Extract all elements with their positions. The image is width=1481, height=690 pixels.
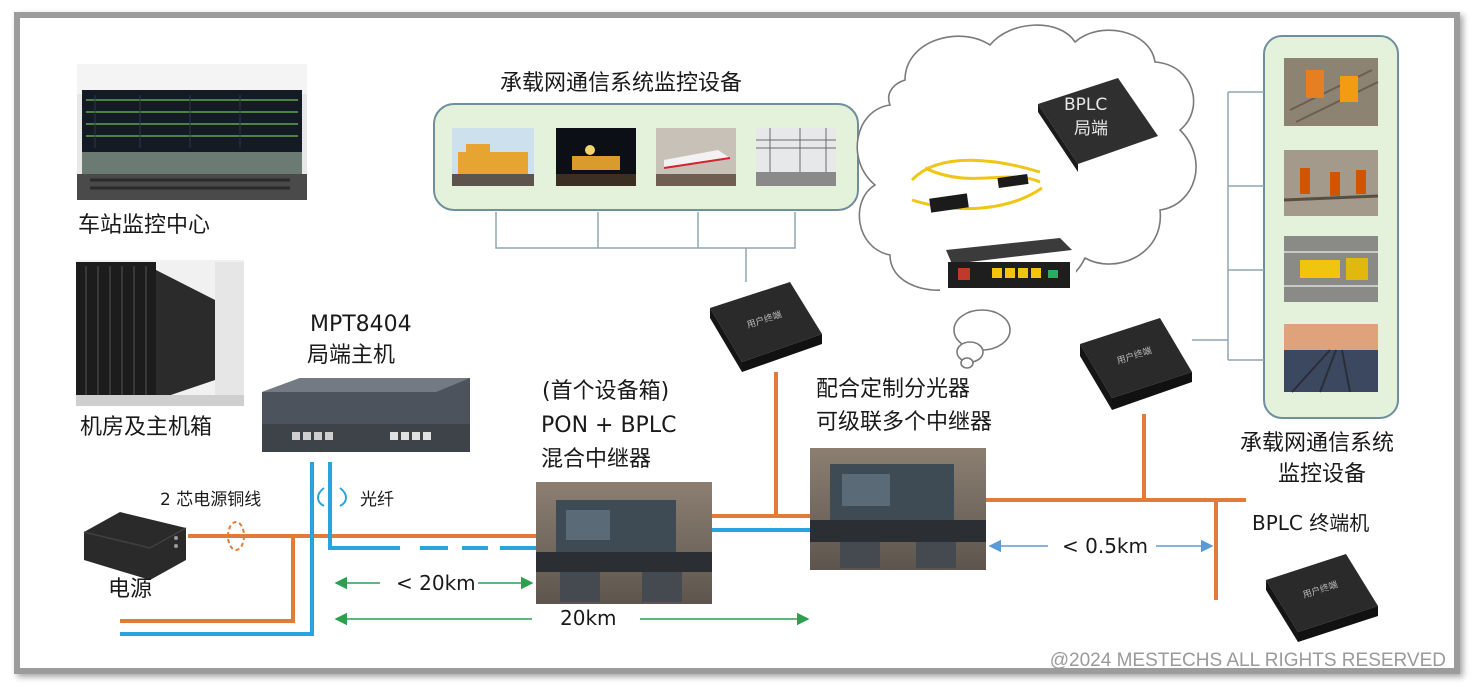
panel-bus-line <box>495 212 796 282</box>
mpt8404-device <box>262 378 470 452</box>
fiber-splitter-device <box>906 152 1046 226</box>
network-switch-device <box>940 234 1076 296</box>
carrier-right-label-1: 承载网通信系统 <box>1240 431 1394 456</box>
copper-cable-network <box>120 372 1246 623</box>
right-bus-line <box>1192 91 1264 361</box>
track-worker-photo-2 <box>1283 150 1379 216</box>
distance-lt20-label: < 20km <box>396 571 476 595</box>
bplc-terminal-device: 用户终端 <box>1266 554 1378 642</box>
maintenance-vehicle-photo-2 <box>556 128 636 186</box>
carrier-top-label: 承载网通信系统监控设备 <box>500 71 742 96</box>
user-terminal-right: 用户终端 <box>1080 318 1192 410</box>
server-room-label: 机房及主机箱 <box>80 415 212 440</box>
power-supply-device <box>83 512 187 580</box>
fiber-cable-network <box>120 462 810 636</box>
overhead-catenary-photo <box>756 128 836 186</box>
pon-bplc-label: PON + BPLC <box>541 413 676 438</box>
track-inspection-photo <box>1284 236 1378 302</box>
station-center-label: 车站监控中心 <box>78 213 210 238</box>
bplc-local-device: BPLC 局端 <box>1028 76 1166 172</box>
bplc-local-line2: 局端 <box>1074 119 1108 139</box>
mpt-desc-label: 局端主机 <box>307 343 395 368</box>
copper-cable-icon <box>227 521 245 551</box>
bplc-local-line1: BPLC <box>1064 95 1107 115</box>
first-box-label: (首个设备箱) <box>542 379 669 404</box>
splitter-label-2: 可级联多个中继器 <box>816 410 992 435</box>
server-room-photo <box>76 260 244 406</box>
distance-lt05-label: < 0.5km <box>1062 534 1148 558</box>
fiber-label: 光纤 <box>360 490 394 510</box>
bplc-terminal-label: BPLC 终端机 <box>1252 511 1369 535</box>
track-worker-photo-1 <box>1284 58 1379 126</box>
mpt-model-label: MPT8404 <box>310 312 412 337</box>
station-monitoring-photo <box>77 64 307 200</box>
high-speed-train-photo <box>656 128 736 186</box>
splitter-label-1: 配合定制分光器 <box>816 377 970 402</box>
user-terminal-top: 用户终端 <box>710 282 822 372</box>
carrier-right-label-2: 监控设备 <box>1278 462 1366 487</box>
copyright-text: @2024 MESTECHS ALL RIGHTS RESERVED <box>1050 650 1446 671</box>
railway-sunset-photo <box>1284 324 1378 393</box>
carrier-right-panel <box>1263 35 1399 419</box>
hybrid-repeater-photo <box>536 482 712 604</box>
distance-20km-label: 20km <box>560 606 617 630</box>
maintenance-vehicle-photo-1 <box>452 128 534 186</box>
fiber-cable-icon <box>317 487 347 507</box>
splitter-repeater-photo <box>810 448 986 570</box>
hybrid-repeater-label: 混合中继器 <box>541 447 651 472</box>
power-label: 电源 <box>108 577 152 602</box>
copper-cable-label: 2 芯电源铜线 <box>160 490 261 510</box>
